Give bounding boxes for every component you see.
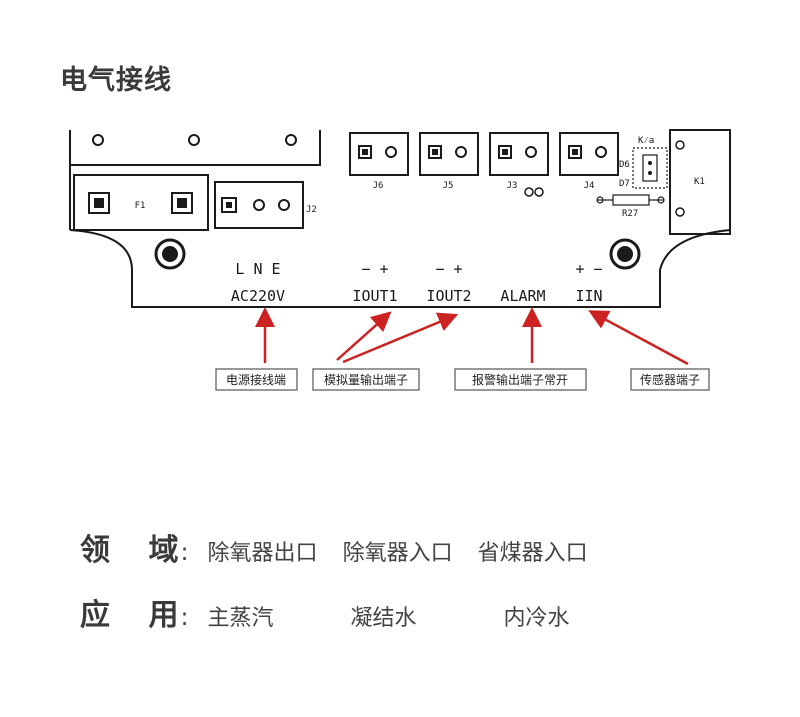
diode-cluster: K⁄a D6 D7 R27 <box>596 136 668 219</box>
application-label: 应 用 <box>80 598 193 633</box>
power-label: AC220V <box>231 287 285 305</box>
mounting-hole-right <box>609 238 641 270</box>
field-row: 领 域: 除氧器出口 除氧器入口 省煤器入口 <box>80 525 606 569</box>
mounting-hole-left <box>154 238 186 270</box>
r27-label: R27 <box>622 209 638 219</box>
iout2-pins: − + <box>435 260 462 278</box>
connector-j3: J3 <box>489 132 549 197</box>
k-mark-label: K⁄a <box>638 136 654 146</box>
iout2-label: IOUT2 <box>426 287 471 305</box>
fuse-f1: F1 <box>73 174 209 231</box>
callout-power-text: 电源接线端 <box>226 372 286 387</box>
iout1-pins: − + <box>361 260 388 278</box>
callout-alarm-text: 报警输出端子常开 <box>472 372 568 387</box>
connector-j5: J5 <box>419 132 479 191</box>
d7-label: D7 <box>619 179 630 189</box>
j6-label: J6 <box>373 181 384 191</box>
callout-sensor: 传感器端子 <box>630 368 710 391</box>
j4-label: J4 <box>584 181 595 191</box>
application-value-3: 内冷水 <box>503 606 570 631</box>
j2-label: J2 <box>306 205 317 215</box>
connector-j2: J2 <box>214 181 317 229</box>
iin-pins: + − <box>575 260 602 278</box>
power-pins: L N E <box>235 260 280 278</box>
arrow-iout2 <box>342 312 459 364</box>
page-title: 电气接线 <box>60 65 172 96</box>
arrow-sensor <box>588 310 689 366</box>
callout-power: 电源接线端 <box>215 368 298 391</box>
top-left-strip <box>69 130 321 166</box>
iin-label: IIN <box>575 287 602 305</box>
callout-analog: 模拟量输出端子 <box>312 368 420 391</box>
arrow-iout1 <box>336 311 392 361</box>
connector-j6: J6 <box>349 132 409 191</box>
callout-analog-text: 模拟量输出端子 <box>324 372 408 387</box>
application-value-1: 主蒸汽 <box>207 606 274 631</box>
callout-sensor-text: 传感器端子 <box>640 372 700 387</box>
callout-alarm: 报警输出端子常开 <box>454 368 587 391</box>
application-row: 应 用: 主蒸汽 凝结水 内冷水 <box>80 590 570 634</box>
relay-k1: K1 <box>669 129 731 235</box>
connector-j4: J4 <box>559 132 619 191</box>
f1-label: F1 <box>135 201 146 211</box>
application-colon: : <box>180 603 189 631</box>
j3-label: J3 <box>507 181 518 191</box>
k1-label: K1 <box>694 177 705 187</box>
d6-label: D6 <box>619 160 630 170</box>
field-colon: : <box>180 538 189 566</box>
field-value-3: 省煤器入口 <box>477 541 588 566</box>
application-value-2: 凝结水 <box>350 606 417 631</box>
iout1-label: IOUT1 <box>352 287 397 305</box>
j5-label: J5 <box>443 181 454 191</box>
field-value-2: 除氧器入口 <box>342 541 453 566</box>
field-value-1: 除氧器出口 <box>207 541 318 566</box>
field-label: 领 域 <box>80 533 193 568</box>
alarm-label: ALARM <box>500 287 545 305</box>
